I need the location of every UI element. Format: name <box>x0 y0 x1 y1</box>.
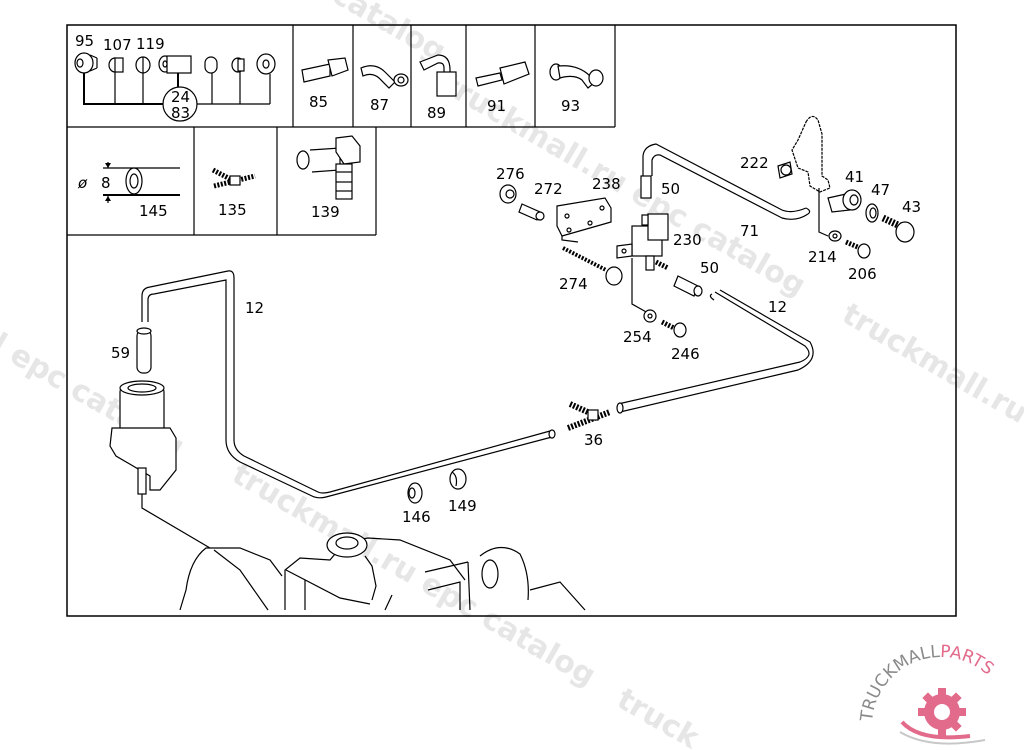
vacuum-valve <box>109 380 211 549</box>
engine-outline <box>179 532 586 611</box>
washer-254 <box>643 309 657 323</box>
hose-12-left <box>141 270 556 499</box>
callout-222: 222 <box>740 154 769 172</box>
washer-47 <box>865 203 879 223</box>
nut-276 <box>499 184 517 204</box>
part-85: 85 <box>301 57 349 111</box>
callout-43: 43 <box>902 198 921 216</box>
callout-59: 59 <box>111 344 130 362</box>
nut-icon <box>74 52 98 74</box>
sleeve-icon <box>204 56 218 74</box>
callout-206: 206 <box>848 265 877 283</box>
watermark: truck <box>611 682 706 750</box>
bolt-246 <box>660 319 687 338</box>
callout-238: 238 <box>592 175 621 193</box>
callout-135: 135 <box>218 201 247 219</box>
truckmall-parts-logo: TRUCKMALLPARTS <box>857 642 998 745</box>
callout-139: 139 <box>311 203 340 221</box>
callout-24: 24 <box>171 88 190 106</box>
hose-12-right <box>616 289 814 414</box>
tee-36 <box>566 401 612 431</box>
hose-50-lower <box>673 275 703 297</box>
callout-119: 119 <box>136 35 165 53</box>
callout-274: 274 <box>559 275 588 293</box>
bracket-238 <box>556 197 612 243</box>
sleeve-icon <box>108 57 124 73</box>
callout-47: 47 <box>871 181 890 199</box>
callout-246: 246 <box>671 345 700 363</box>
banjo-41 <box>827 189 862 213</box>
valve-230 <box>616 175 670 314</box>
diameter-symbol: ø <box>77 174 88 192</box>
callout-93: 93 <box>561 97 580 115</box>
callout-circle <box>162 86 198 122</box>
part-149 <box>449 468 467 490</box>
bolt-43 <box>881 214 915 243</box>
thermo-valve <box>791 115 831 237</box>
part-89: 89 <box>419 54 457 122</box>
watermark: truckmall.ru e <box>836 297 1024 447</box>
callout-145: 145 <box>139 202 168 220</box>
elbow-legend-139: 139 <box>296 135 361 221</box>
callout-41: 41 <box>845 168 864 186</box>
nut-icon <box>256 53 276 75</box>
union-icon <box>158 55 192 74</box>
callout-149: 149 <box>448 497 477 515</box>
callout-87: 87 <box>370 96 389 114</box>
diagram-frame <box>66 24 957 617</box>
callout-50-lower: 50 <box>700 259 719 277</box>
callout-83: 83 <box>171 104 190 122</box>
bolt-206 <box>845 239 871 259</box>
spacer-272 <box>518 203 545 221</box>
callout-89: 89 <box>427 104 446 122</box>
callout-214: 214 <box>808 248 837 266</box>
ring-icon <box>231 57 245 73</box>
callout-272: 272 <box>534 180 563 198</box>
gear-icon <box>899 688 986 745</box>
callout-254: 254 <box>623 328 652 346</box>
callout-12: 12 <box>245 299 264 317</box>
part-146 <box>407 482 423 504</box>
tee-legend-135: 135 <box>211 167 256 219</box>
fitting-group: 95 107 119 24 83 <box>74 32 276 122</box>
part-87: 87 <box>360 65 409 114</box>
part-93: 93 <box>549 63 604 115</box>
callout-50-upper: 50 <box>661 180 680 198</box>
callout-labels: 12 59 36 146 149 276 272 238 274 50 230 … <box>111 154 921 526</box>
callout-230: 230 <box>673 231 702 249</box>
callout-95: 95 <box>75 32 94 50</box>
logo-text-accent: PARTS <box>940 642 998 679</box>
washer-214 <box>828 230 842 242</box>
legend-grid <box>67 25 616 236</box>
callout-91: 91 <box>487 97 506 115</box>
sleeve-222 <box>777 161 793 179</box>
callout-276: 276 <box>496 165 525 183</box>
diameter-value: 8 <box>101 174 111 192</box>
callout-107: 107 <box>103 36 132 54</box>
part-91: 91 <box>475 61 530 115</box>
part-59 <box>136 327 152 374</box>
callout-146: 146 <box>402 508 431 526</box>
callout-12-right: 12 <box>768 298 787 316</box>
bolt-274 <box>562 246 623 286</box>
hose-legend-145: ø 8 145 <box>77 162 180 220</box>
callout-85: 85 <box>309 93 328 111</box>
ring-icon <box>135 56 151 74</box>
hose-50-upper <box>640 175 652 199</box>
hose-71 <box>642 143 811 220</box>
callout-71: 71 <box>740 222 759 240</box>
callout-36: 36 <box>584 431 603 449</box>
